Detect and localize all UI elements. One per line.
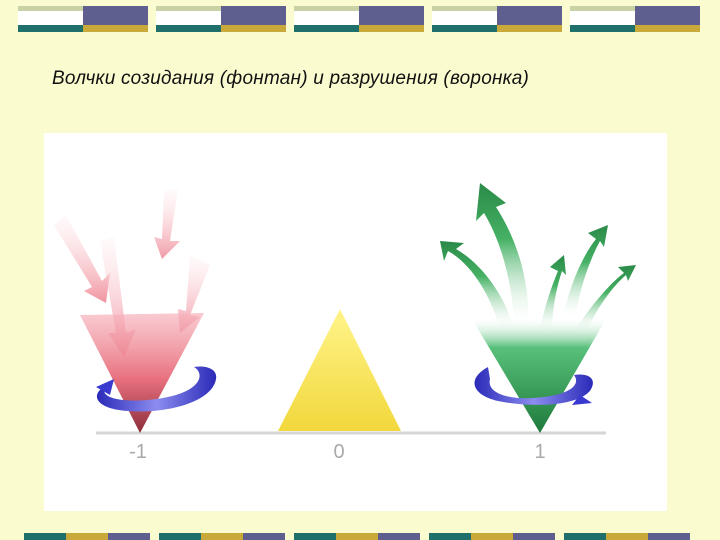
footer-tile	[159, 533, 285, 540]
footer-tile	[429, 533, 555, 540]
fountain-cone	[472, 319, 606, 433]
axis-label-minus-one: -1	[129, 441, 147, 463]
decorative-bottom-band	[0, 530, 720, 540]
footer-tile	[24, 533, 150, 540]
axis-label-zero: 0	[333, 441, 345, 463]
diagram-panel: -1 0 1	[44, 133, 667, 511]
header-tile	[432, 6, 562, 32]
rotation-arrow-icon	[96, 366, 217, 412]
funnel-cone	[80, 313, 204, 433]
header-tile	[294, 6, 424, 32]
header-tile	[18, 6, 148, 32]
slide-title: Волчки созидания (фонтан) и разрушения (…	[52, 68, 530, 89]
outgoing-arrows	[440, 183, 636, 333]
axis-label-one: 1	[534, 441, 546, 463]
diagram-svg	[54, 183, 636, 435]
header-tile	[156, 6, 286, 32]
footer-tile	[564, 533, 690, 540]
footer-tile	[294, 533, 420, 540]
rotation-arrow-icon	[474, 367, 593, 405]
decorative-top-band	[0, 0, 720, 40]
destruction-funnel	[54, 189, 217, 433]
creation-fountain	[440, 183, 636, 433]
header-tile	[570, 6, 700, 32]
neutral-triangle	[278, 309, 401, 431]
